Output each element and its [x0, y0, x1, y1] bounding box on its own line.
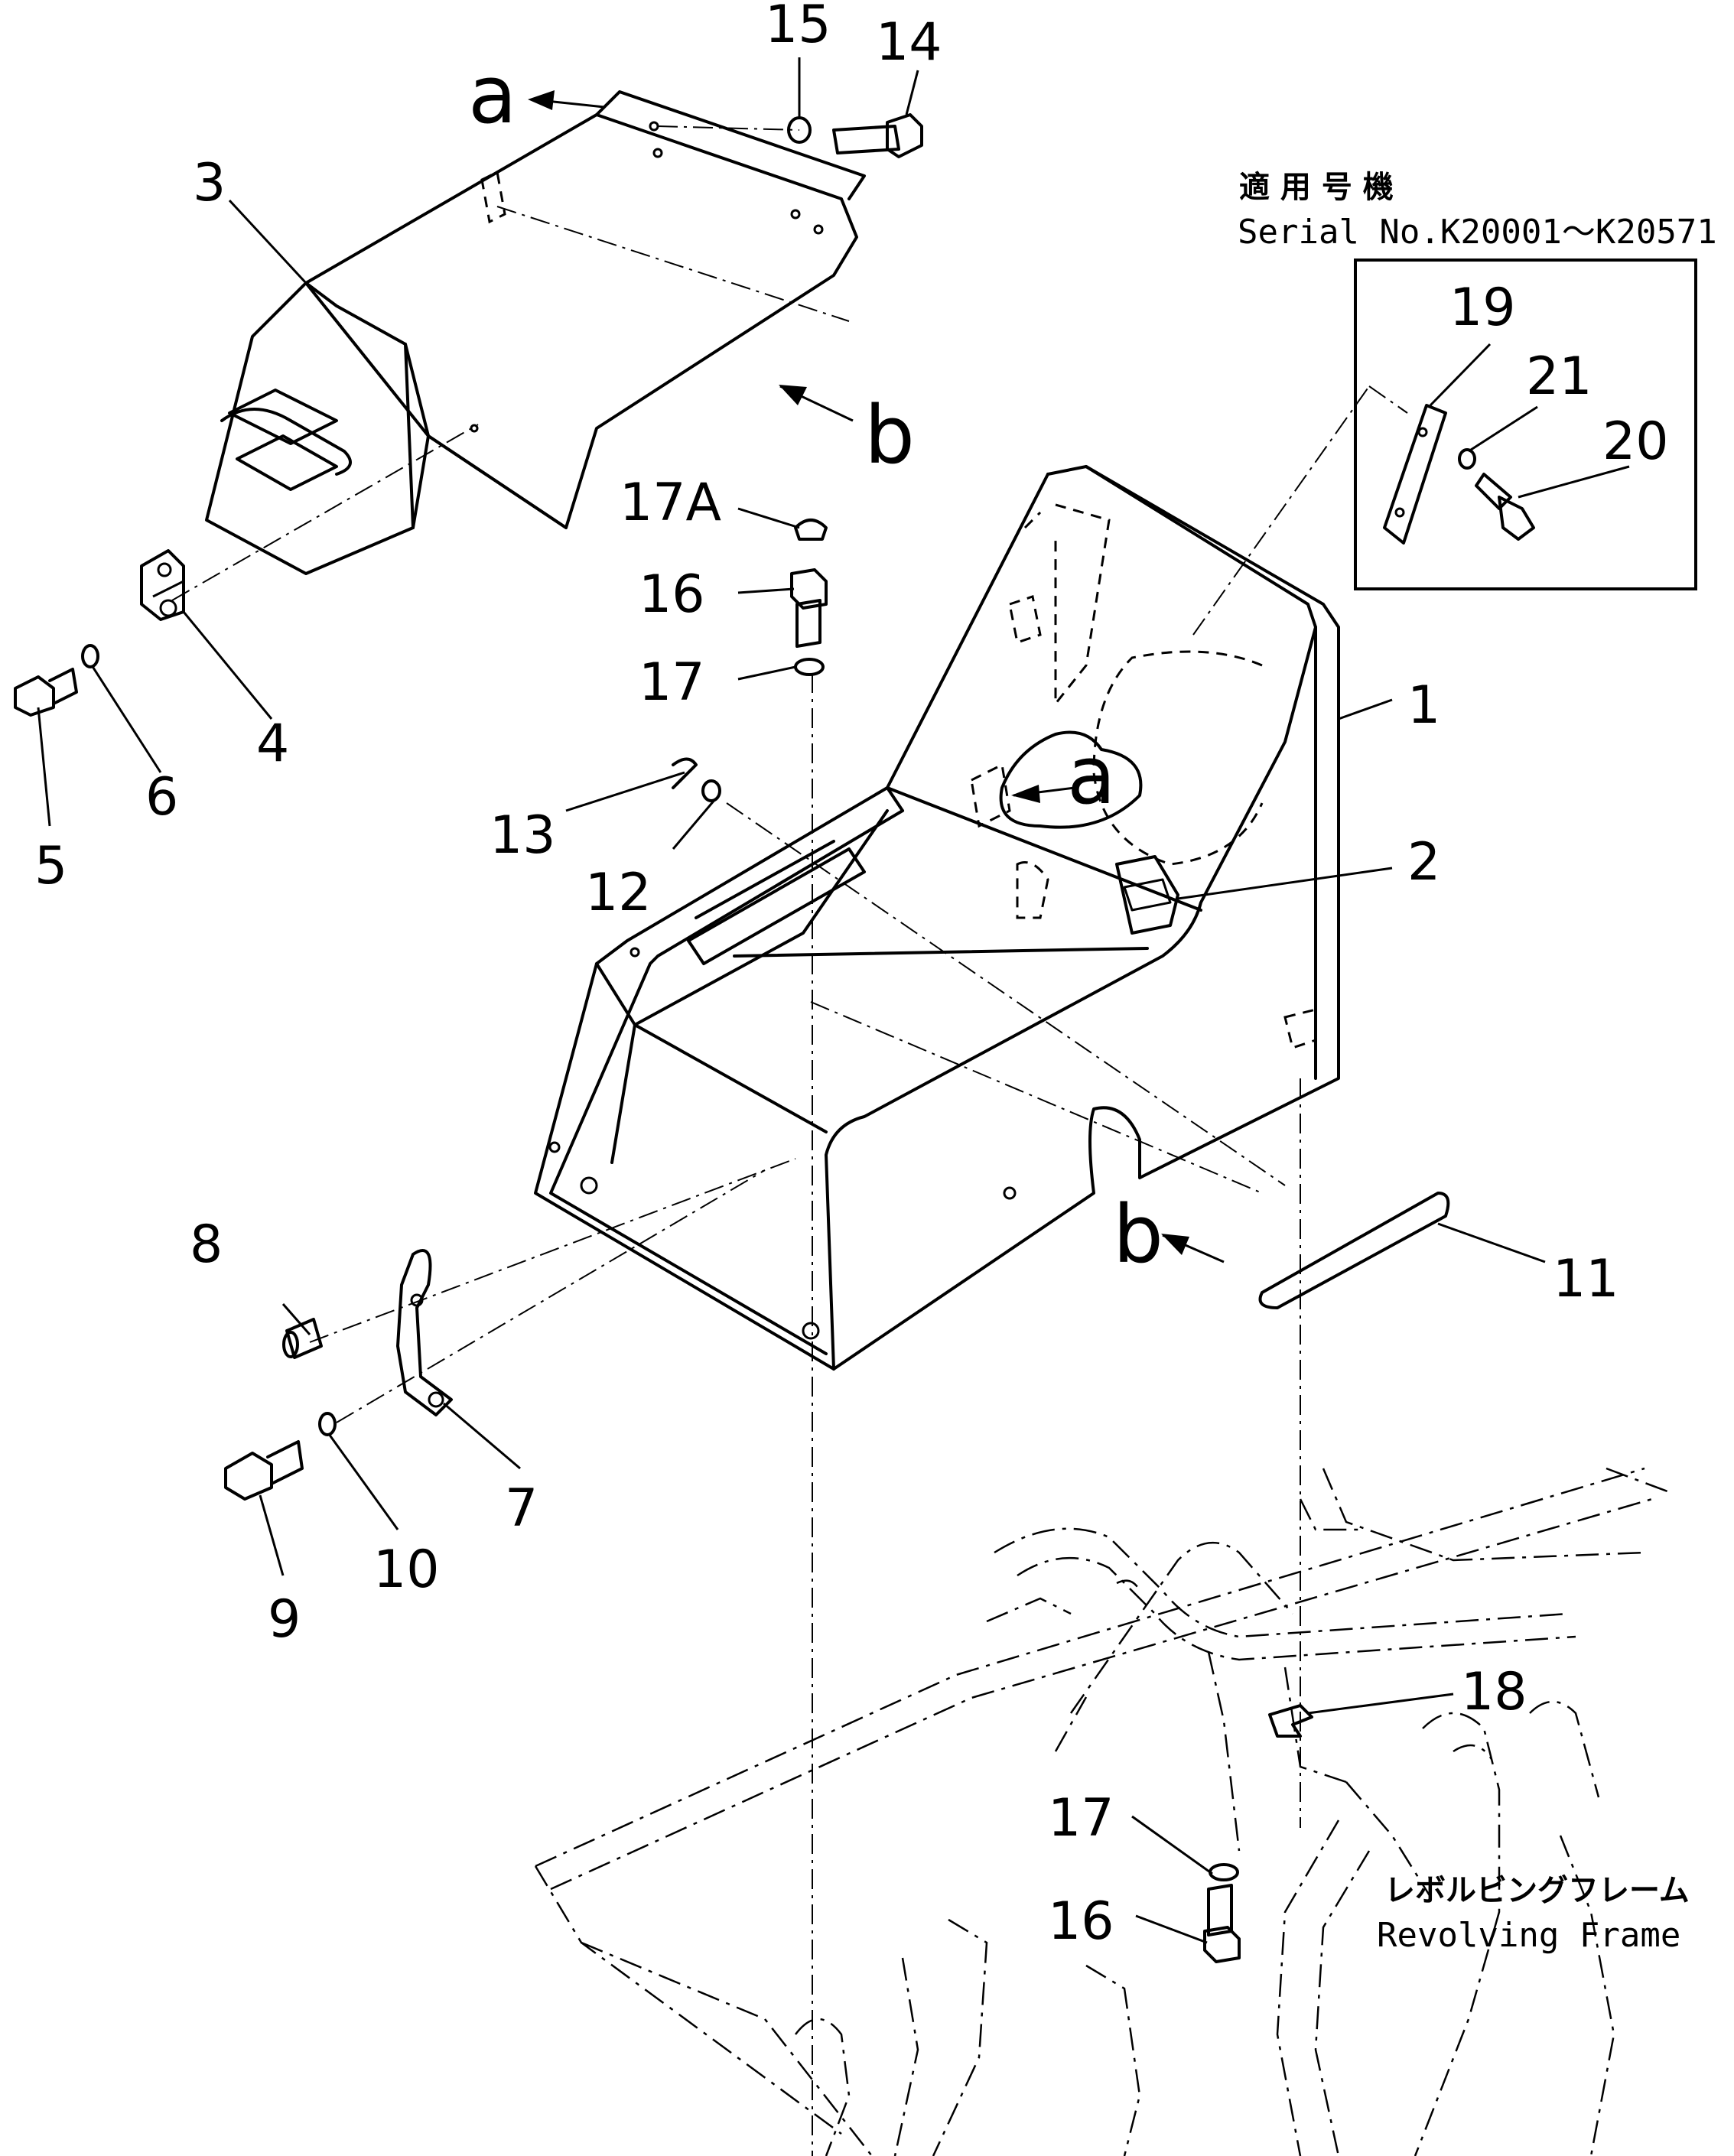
view-arrows	[528, 90, 1225, 1263]
part-17-washer-top	[794, 658, 825, 676]
part-4-latch	[140, 549, 185, 621]
callout-labels: 1 2 3 4 5 6 7 8 9 10 11 12 13 14 15 16 1…	[34, 0, 1669, 1952]
callout-10: 10	[373, 1540, 440, 1600]
callout-16-bottom: 16	[1048, 1891, 1114, 1952]
callout-4: 4	[256, 714, 289, 774]
part-14-bolt	[832, 113, 923, 158]
callout-17a: 17A	[620, 473, 721, 533]
view-marker-b-rail: b	[1113, 1188, 1163, 1281]
part-20-bolt	[1475, 473, 1535, 541]
part-17-washer-bottom	[1209, 1863, 1239, 1881]
view-marker-b-top: b	[864, 389, 915, 482]
part-8-pin	[282, 1318, 323, 1359]
callout-13: 13	[490, 805, 556, 866]
frame-label-en: Revolving Frame	[1377, 1916, 1680, 1955]
frame-label-jp: レボルビングフレーム	[1384, 1873, 1690, 1908]
view-marker-labels: a b a b	[468, 48, 1163, 1281]
part-21-washer	[1458, 448, 1476, 470]
callout-2: 2	[1407, 832, 1440, 893]
part-9-bolt	[224, 1440, 304, 1501]
part-16-bolt-bottom	[1203, 1884, 1241, 1963]
serial-note-jp: 適 用 号 機	[1239, 170, 1394, 205]
part-7-latch	[396, 1249, 453, 1416]
part-19-plate	[1383, 404, 1447, 545]
frame-label: レボルビングフレーム Revolving Frame	[1377, 1873, 1690, 1955]
callout-7: 7	[505, 1478, 538, 1539]
view-marker-a-top: a	[468, 48, 517, 141]
part-5-bolt	[14, 668, 78, 717]
serial-inset	[1354, 259, 1697, 590]
callout-14: 14	[876, 12, 942, 73]
callout-3: 3	[193, 153, 226, 213]
callout-11: 11	[1553, 1249, 1619, 1309]
callout-9: 9	[268, 1589, 301, 1650]
part-11-rod	[1258, 1192, 1450, 1309]
part-6-washer	[81, 644, 99, 668]
callout-17-bottom: 17	[1048, 1788, 1114, 1849]
callout-5: 5	[34, 836, 67, 896]
part-12-washer	[701, 779, 721, 802]
callout-19: 19	[1449, 278, 1516, 338]
callout-16-top: 16	[639, 564, 705, 625]
serial-note-en: Serial No.K20001～K20571	[1238, 213, 1717, 252]
leader-lines	[37, 57, 1630, 1944]
assembly-center-lines	[171, 125, 1408, 2156]
serial-note: 適 用 号 機 Serial No.K20001～K20571	[1238, 170, 1717, 252]
part-3-cover	[205, 90, 866, 575]
callout-15: 15	[765, 0, 831, 55]
revolving-frame-outline	[534, 1467, 1668, 2156]
callout-21: 21	[1526, 346, 1592, 407]
callout-1: 1	[1407, 675, 1440, 736]
callout-20: 20	[1602, 411, 1669, 472]
part-10-washer	[318, 1412, 337, 1436]
part-17a-cap	[794, 519, 828, 541]
part-16-bolt-top	[790, 568, 828, 648]
callout-12: 12	[585, 863, 652, 923]
part-1-seat-box	[534, 465, 1340, 1371]
callout-18: 18	[1461, 1662, 1527, 1722]
view-marker-a-seat: a	[1067, 729, 1116, 822]
callout-8: 8	[190, 1215, 223, 1275]
callout-6: 6	[145, 767, 178, 828]
part-13-pin	[672, 757, 698, 789]
callout-17-top: 17	[639, 652, 705, 713]
